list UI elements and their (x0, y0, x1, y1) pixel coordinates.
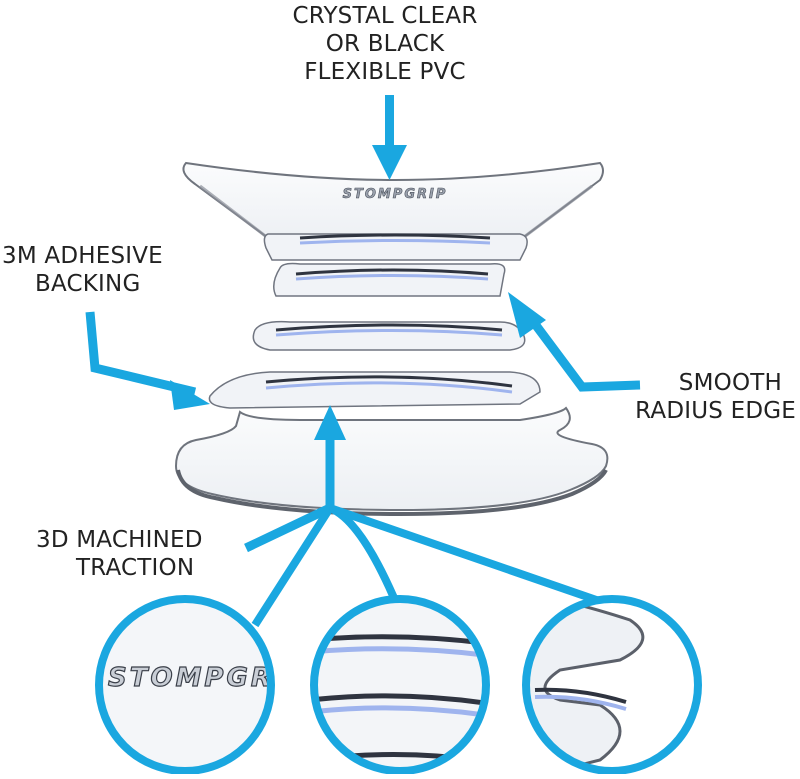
down-arrow-icon (372, 95, 407, 180)
brand-logo: STOMPGRIP (343, 187, 448, 202)
leader-arrow-icon (244, 405, 610, 628)
zoom-detail-ribs (310, 595, 490, 775)
callout-pvc: CRYSTAL CLEAR OR BLACK FLEXIBLE PVC (240, 2, 530, 86)
leader-arrow-icon (508, 292, 641, 392)
zoom-detail-logo: STOMPGRIP (95, 595, 309, 775)
pad-base (174, 406, 609, 512)
callout-edge-line1: SMOOTH (678, 370, 782, 396)
callout-pvc-line3: FLEXIBLE PVC (304, 59, 466, 85)
callout-pvc-line1: CRYSTAL CLEAR (292, 3, 478, 29)
callout-edge-line2: RADIUS EDGE (635, 398, 796, 424)
callout-traction: 3D MACHINED TRACTION (36, 526, 246, 582)
callout-pvc-line2: OR BLACK (325, 31, 445, 57)
tank-pad: STOMPGRIP (174, 161, 609, 517)
callout-adhesive-line2: BACKING (35, 271, 141, 297)
zoom-detail-edge (522, 595, 702, 775)
callout-traction-line2: TRACTION (76, 555, 195, 581)
traction-rib-1 (263, 233, 528, 261)
callout-edge: SMOOTH RADIUS EDGE (596, 369, 796, 425)
traction-rib-3 (252, 320, 526, 351)
callout-traction-line1: 3D MACHINED (36, 527, 203, 553)
zoom-logo-text: STOMPGRIP (108, 663, 309, 693)
leader-arrow-icon (85, 311, 210, 410)
traction-rib-4 (208, 371, 541, 409)
callout-adhesive-line1: 3M ADHESIVE (2, 243, 163, 269)
traction-rib-2 (273, 262, 506, 297)
callout-adhesive: 3M ADHESIVE BACKING (2, 242, 192, 298)
